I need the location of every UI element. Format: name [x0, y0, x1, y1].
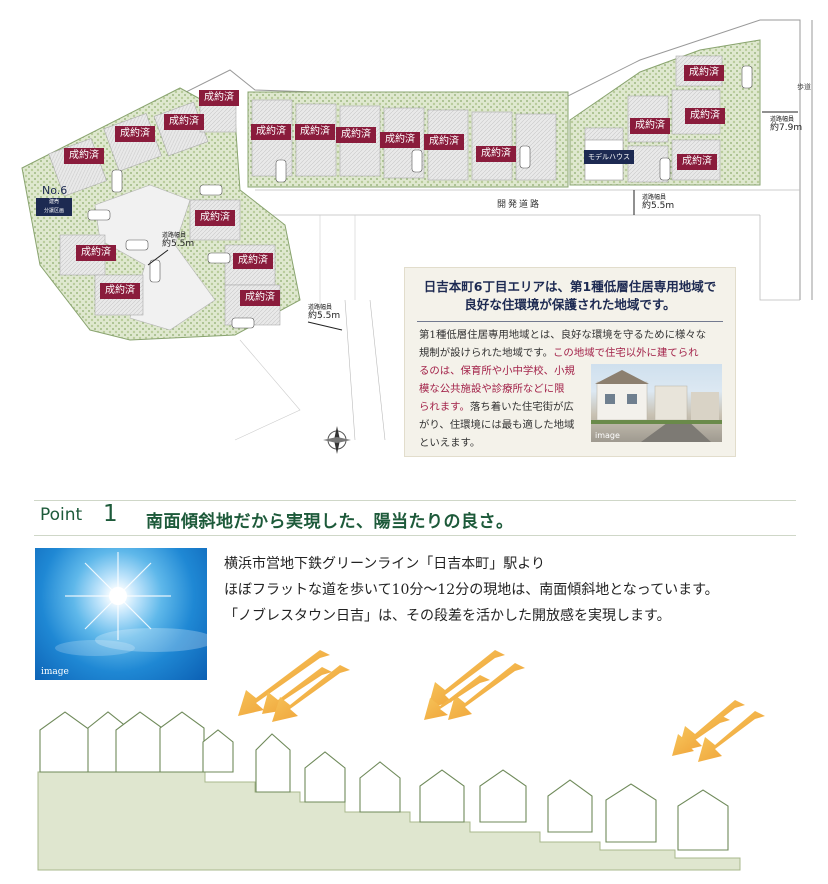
lot-status-label: 成約済: [424, 134, 464, 150]
lot-status-label: 成約済: [64, 148, 104, 164]
development-road-label: 開発道路: [497, 200, 542, 210]
house-outlines: [39, 711, 729, 851]
lot-status-label: 成約済: [251, 124, 291, 140]
photo-caption: image: [41, 667, 69, 677]
info-divider: [417, 321, 723, 322]
lot-status-label: 成約済: [336, 127, 376, 143]
model-house-label: モデルハウス: [584, 150, 634, 164]
info-title: 日吉本町6丁目エリアは、第1種低層住居専用地域で 良好な住環境が保護された地域で…: [423, 279, 717, 312]
lot6-sub1: 建売: [48, 199, 59, 205]
lot-status-label: 成約済: [76, 245, 116, 261]
zoning-info-box: 日吉本町6丁目エリアは、第1種低層住居専用地域で 良好な住環境が保護された地域で…: [404, 267, 736, 457]
point-number: 1: [103, 501, 118, 527]
description-line: 「ノブレスタウン日吉」は、その段差を活かした開放感を実現します。: [224, 608, 671, 624]
lot-status-label: 成約済: [295, 124, 335, 140]
lot6-number: No.6: [42, 184, 68, 197]
lot-status-label: 成約済: [195, 210, 235, 226]
road-width-label: 道路幅員 約5.5m: [308, 304, 341, 321]
point-label: Point: [40, 505, 83, 525]
south-slope-illustration: [37, 650, 765, 871]
street-photo-image: [591, 370, 722, 442]
point-divider-bottom: [34, 535, 796, 536]
description-line: 横浜市営地下鉄グリーンライン「日吉本町」駅より: [224, 556, 546, 572]
road-width-label: 道路幅員 約5.5m: [642, 194, 675, 211]
compass-icon: [323, 426, 351, 454]
lot-status-label: 成約済: [100, 283, 140, 299]
site-plan-map: [21, 19, 813, 454]
sidewalk-label: 歩道: [797, 83, 811, 91]
road-width-label: 道路幅員 約5.5m: [162, 232, 195, 249]
lot-status-label: 成約済: [684, 65, 724, 81]
sky-photo: image: [35, 548, 207, 680]
lot-status-label: 成約済: [685, 108, 725, 124]
lot-status-label: 成約済: [164, 114, 204, 130]
lot-status-label: 成約済: [380, 132, 420, 148]
lot-status-label: 成約済: [115, 126, 155, 142]
lot-status-label: 成約済: [233, 253, 273, 269]
lot6-sub2: 分譲区画: [43, 208, 64, 214]
site-plan: 成約済 成約済 成約済 成約済 成約済 成約済 成約済 成約済 成約済 成約済 …: [21, 19, 813, 454]
lot-status-label: 成約済: [476, 146, 516, 162]
street-photo: image: [591, 364, 722, 442]
lot-status-label: 成約済: [199, 90, 239, 106]
point-title: 南面傾斜地だから実現した、陽当たりの良さ。: [146, 512, 514, 532]
description-line: ほぼフラットな道を歩いて10分～12分の現地は、南面傾斜地となっています。: [224, 582, 719, 598]
lot-status-label: 成約済: [677, 154, 717, 170]
lot6-badge: 建売 分譲区画: [36, 198, 72, 216]
info-body: 第1種低層住居専用地域とは、良好な環境を守るために様々な 規制が設けられた地域で…: [419, 329, 707, 449]
road-width-label: 道路幅員 約7.9m: [770, 116, 803, 133]
lot-status-label: 成約済: [630, 118, 670, 134]
sunlight-arrow-icon: [238, 650, 765, 762]
photo-caption: image: [595, 431, 620, 440]
lot-status-label: 成約済: [240, 290, 280, 306]
point-divider-top: [34, 500, 796, 501]
sun-rays: [55, 552, 207, 656]
